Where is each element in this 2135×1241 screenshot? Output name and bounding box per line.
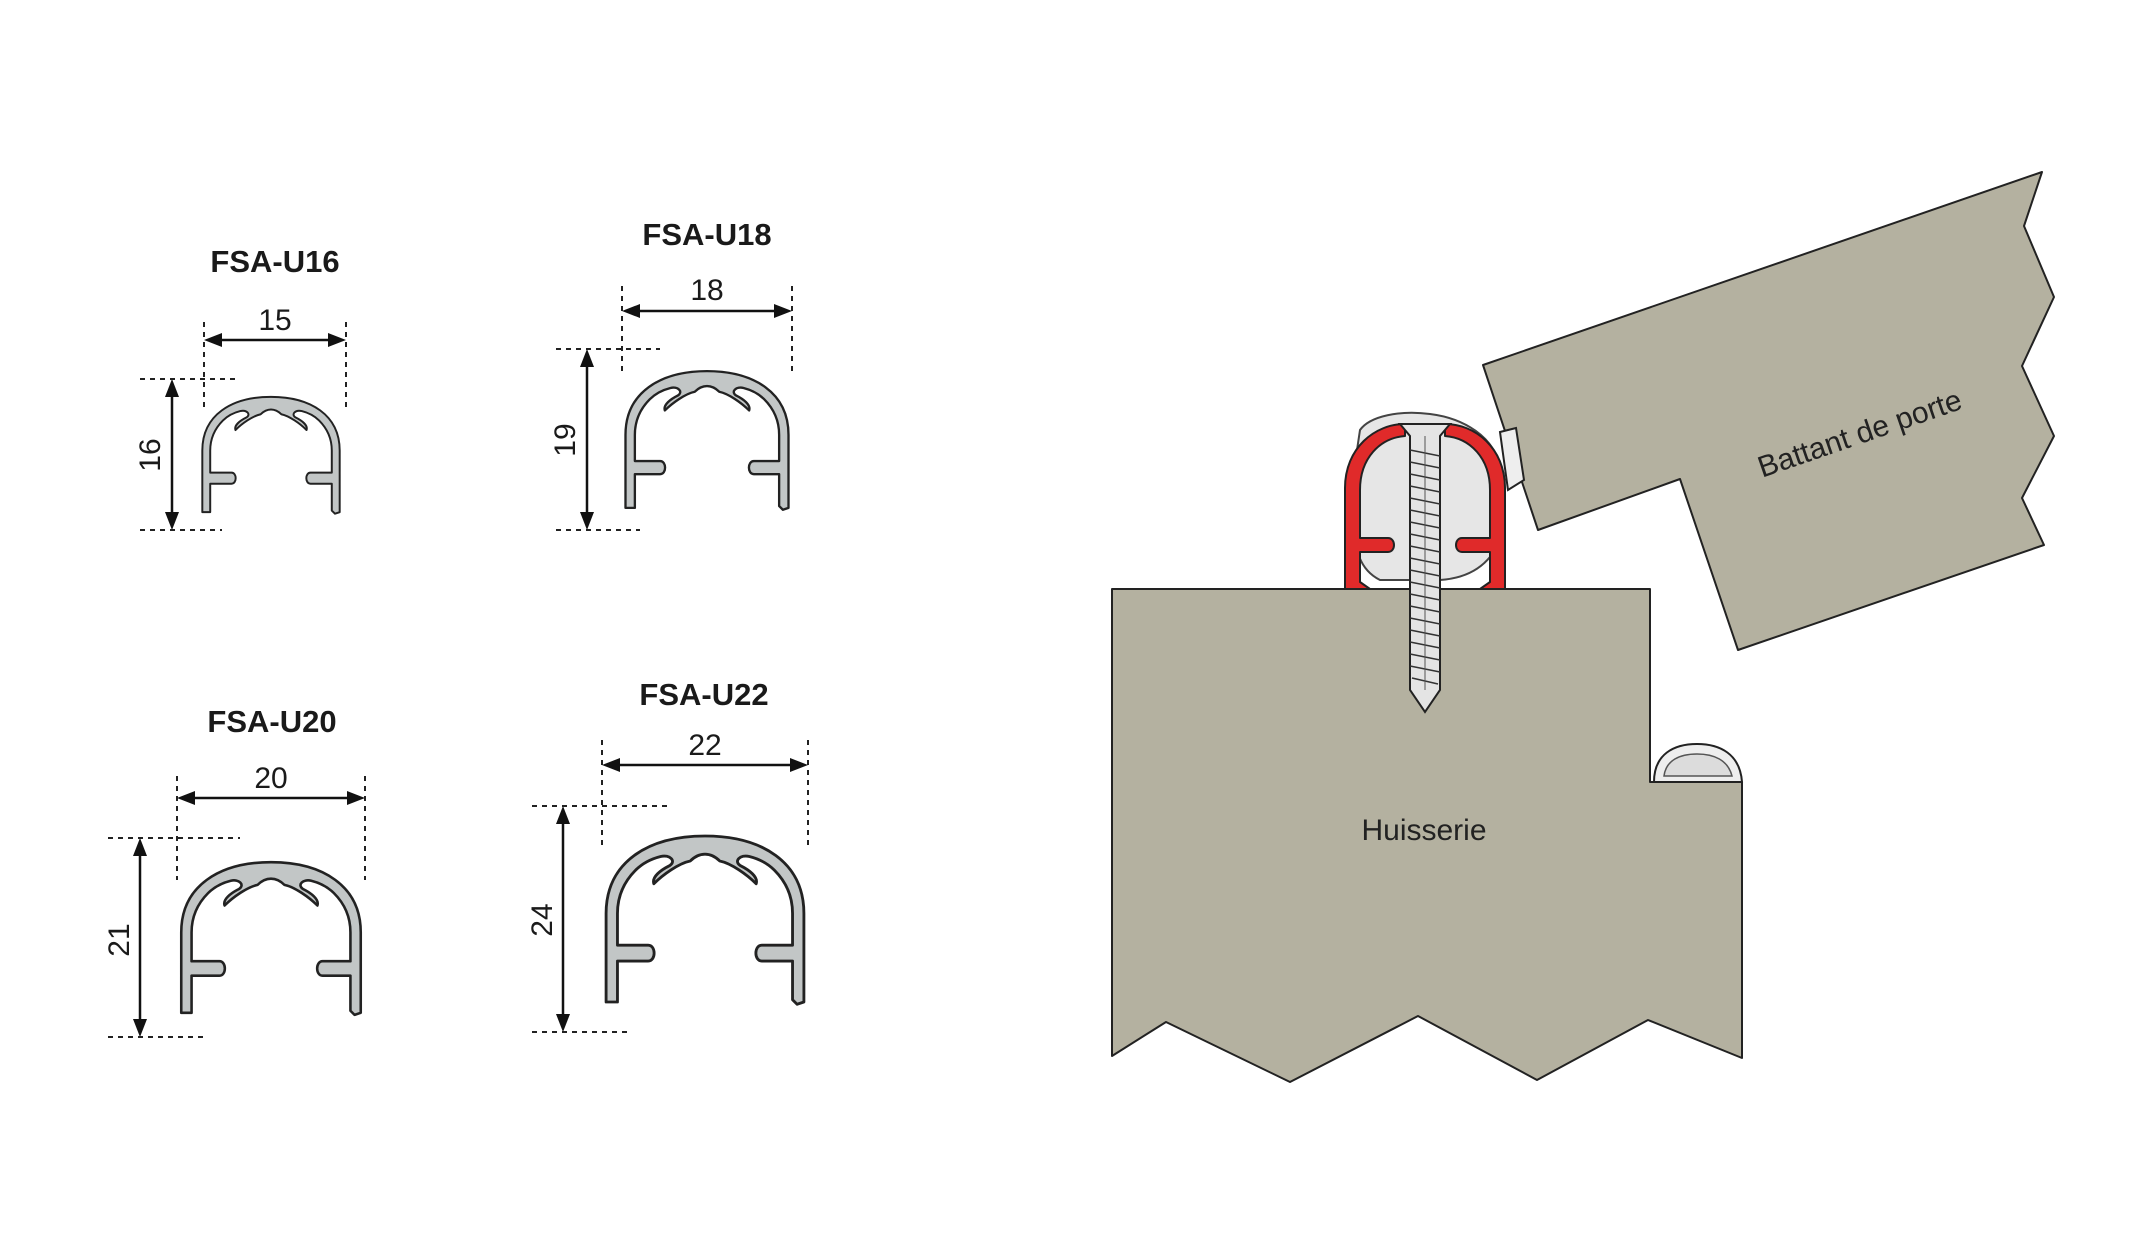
u-profile-shape xyxy=(201,395,341,515)
u-profile-shape xyxy=(179,860,363,1017)
profile-title: FSA-U22 xyxy=(639,677,768,712)
door-leaf xyxy=(1482,171,2055,651)
seal-profile-red xyxy=(1344,423,1406,590)
assembly-drawing: Battant de porte Huisserie xyxy=(1111,171,2055,1083)
seal-profile-red-right xyxy=(1444,423,1506,590)
frame-label: Huisserie xyxy=(1361,814,1486,847)
width-label: 22 xyxy=(688,729,721,762)
height-label: 24 xyxy=(526,903,559,936)
u-profile-shape xyxy=(604,834,806,1007)
height-label: 19 xyxy=(549,423,582,456)
screw-icon xyxy=(1397,423,1453,714)
width-label: 18 xyxy=(690,274,723,307)
height-label: 21 xyxy=(103,923,136,956)
height-label: 16 xyxy=(134,438,167,471)
profile-fsa-u16: FSA-U16 15 16 xyxy=(134,244,347,531)
profile-title: FSA-U20 xyxy=(207,704,336,739)
width-label: 15 xyxy=(258,304,291,337)
profile-fsa-u18: FSA-U18 18 19 xyxy=(549,217,793,531)
profile-fsa-u22: FSA-U22 22 24 xyxy=(526,677,809,1033)
profile-title: FSA-U16 xyxy=(210,244,339,279)
u-profile-shape xyxy=(623,369,791,512)
frame xyxy=(1111,588,1743,1083)
profile-fsa-u20: FSA-U20 20 21 xyxy=(103,704,366,1038)
width-label: 20 xyxy=(254,762,287,795)
profile-title: FSA-U18 xyxy=(642,217,771,252)
